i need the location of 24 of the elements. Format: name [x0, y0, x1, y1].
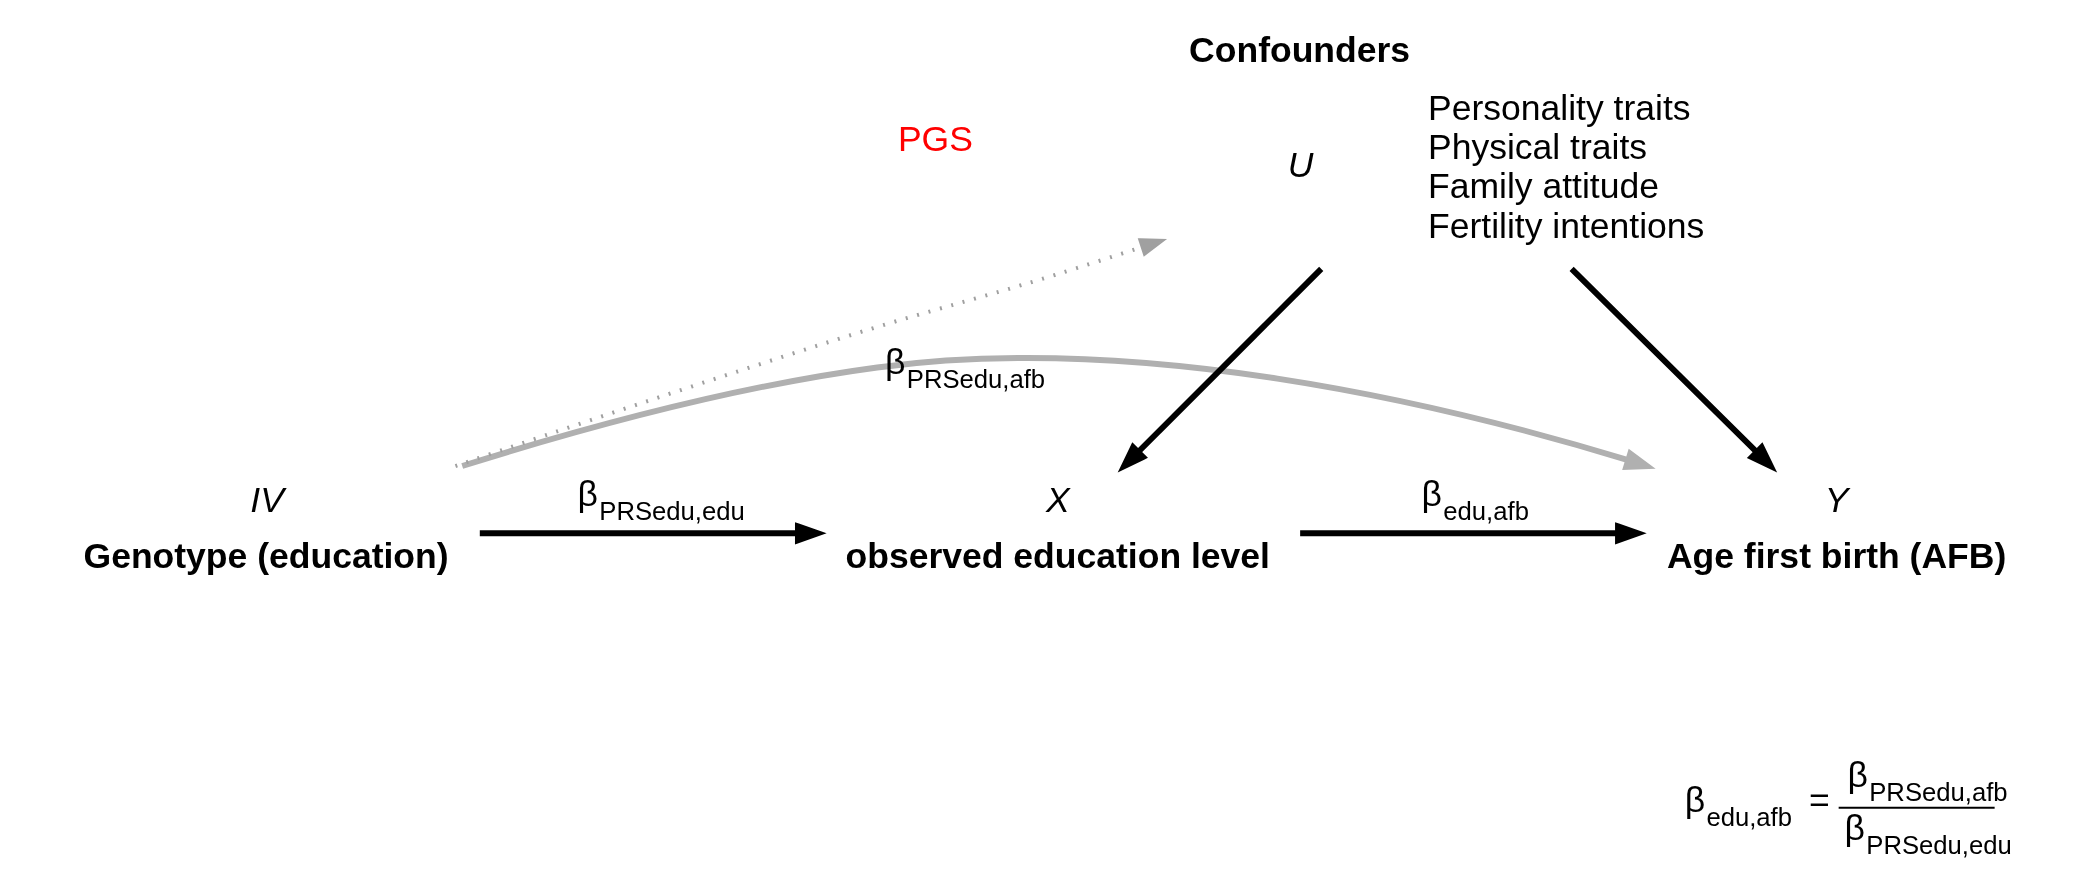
arrow	[454, 238, 1168, 468]
arrow	[479, 522, 827, 545]
node-label: Personality traits	[1428, 87, 1691, 128]
node-text: X	[1045, 480, 1070, 521]
node-label: Confounders	[1189, 30, 1411, 71]
node-label: Physical traits	[1428, 126, 1648, 167]
arrow	[461, 355, 1656, 470]
node-label: Genotype (education)	[83, 535, 449, 576]
arrow	[1117, 266, 1324, 473]
label: β$_{PRSedu,edu}$	[1844, 808, 2012, 860]
label: β$_{edu,afb}$ =	[1684, 780, 1830, 832]
node-label: observed education level	[845, 535, 1270, 576]
node-label: Age first birth (AFB)	[1666, 535, 2007, 576]
arrow	[1300, 522, 1647, 545]
label: β$_{PRSedu,afb}$	[1847, 754, 2008, 806]
edge-label: β$_{PRSedu,afb}$	[885, 342, 1046, 394]
label: PGS	[897, 119, 973, 160]
edge-label: β$_{PRSedu,edu}$	[577, 474, 745, 526]
node-label: Family attitude	[1428, 166, 1659, 207]
node-label: Fertility intentions	[1428, 205, 1705, 246]
arrow	[1569, 266, 1778, 473]
node-text: U	[1287, 144, 1314, 185]
edge-label: β$_{edu,afb}$	[1421, 474, 1529, 526]
node-text: Y	[1824, 480, 1849, 521]
